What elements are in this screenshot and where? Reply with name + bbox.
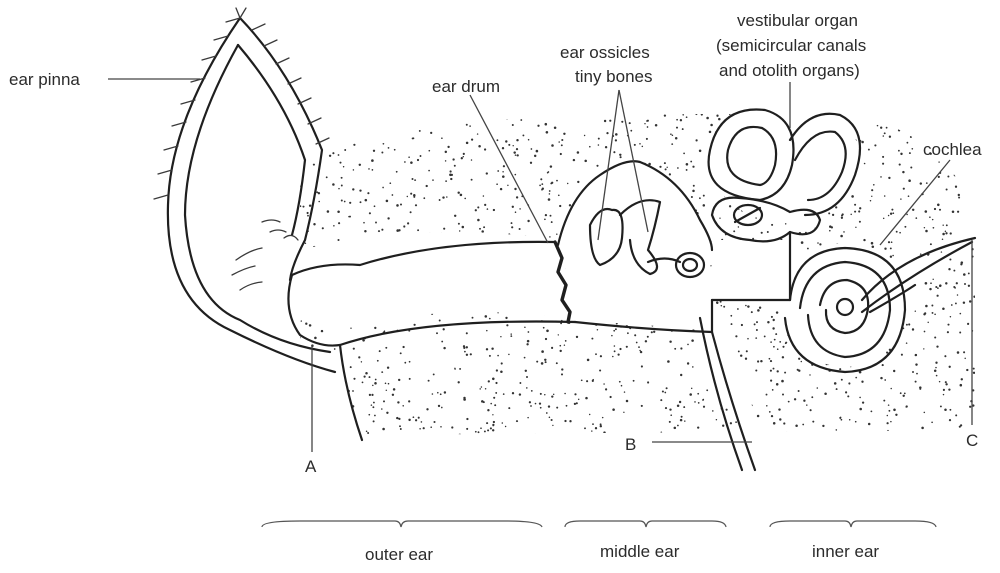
section-inner-ear: inner ear <box>812 542 879 561</box>
label-ear-pinna: ear pinna <box>9 70 80 89</box>
section-outer-ear: outer ear <box>365 545 433 564</box>
marker-a: A <box>305 457 317 476</box>
marker-b: B <box>625 435 636 454</box>
label-semicircular-canals: (semicircular canals <box>716 36 866 55</box>
label-otolith-organs: and otolith organs) <box>719 61 860 80</box>
label-vestibular-organ: vestibular organ <box>737 11 858 30</box>
label-cochlea: cochlea <box>923 140 982 159</box>
section-middle-ear: middle ear <box>600 542 680 561</box>
label-tiny-bones: tiny bones <box>575 67 653 86</box>
section-braces <box>262 521 936 527</box>
hollow-masks <box>290 98 907 470</box>
label-ear-drum: ear drum <box>432 77 500 96</box>
label-ear-ossicles: ear ossicles <box>560 43 650 62</box>
marker-c: C <box>966 431 978 450</box>
